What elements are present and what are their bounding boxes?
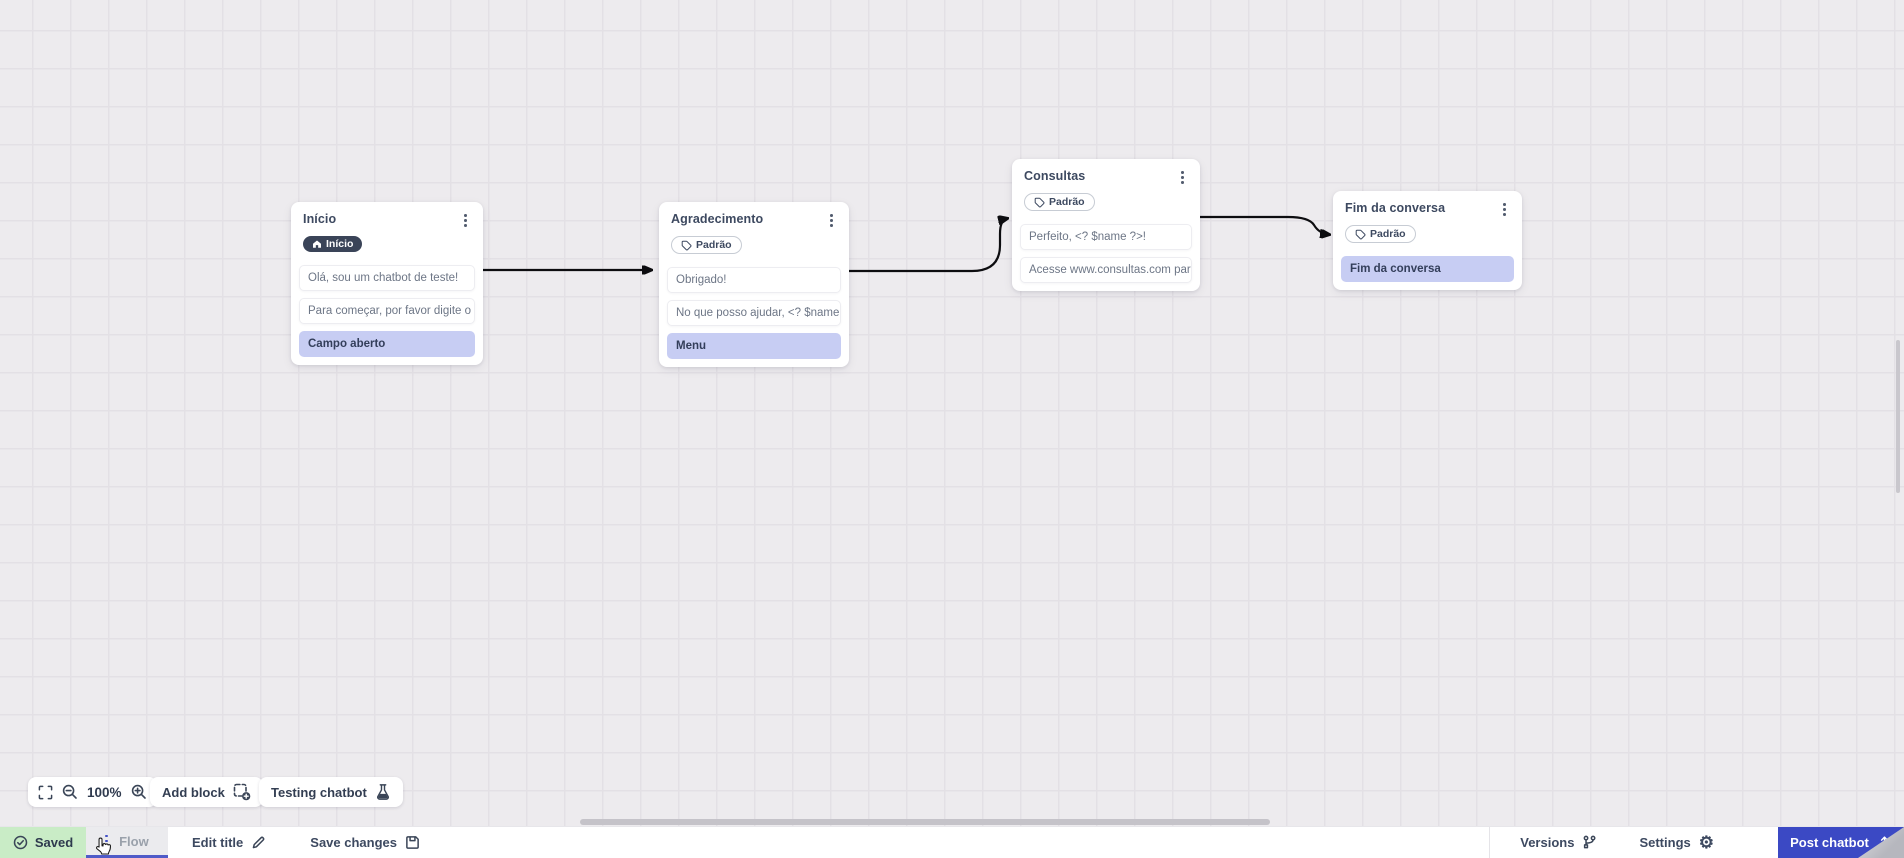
testing-chatbot-button[interactable]: Testing chatbot xyxy=(259,777,403,807)
zoom-level: 100% xyxy=(87,784,122,800)
flask-icon xyxy=(376,784,389,800)
node-rows: Olá, sou um chatbot de teste! Para começ… xyxy=(299,264,475,357)
node-header: Fim da conversa xyxy=(1341,201,1514,218)
node-menu-button[interactable] xyxy=(1177,169,1188,186)
vertical-scrollbar[interactable] xyxy=(1896,340,1900,493)
tag-icon xyxy=(1355,229,1366,240)
input-row[interactable]: Fim da conversa xyxy=(1341,255,1514,282)
message-row[interactable]: No que posso ajudar, <? $name ... xyxy=(667,299,841,326)
node-title: Fim da conversa xyxy=(1345,201,1446,215)
canvas-zoom-toolbar: 100% xyxy=(28,777,157,807)
zoom-in-icon xyxy=(131,784,146,799)
pencil-icon xyxy=(252,836,265,849)
zoom-out-button[interactable] xyxy=(62,784,78,800)
default-badge: Padrão xyxy=(671,236,742,255)
tab-flow[interactable]: Flow xyxy=(86,827,168,858)
drag-handle-icon xyxy=(105,834,109,848)
node-menu-button[interactable] xyxy=(826,212,837,229)
flow-canvas[interactable]: Início Início Olá, sou um chatbot de tes… xyxy=(0,0,1904,826)
save-icon xyxy=(406,836,419,849)
node-rows: Obrigado! No que posso ajudar, <? $name … xyxy=(667,266,841,359)
versions-label: Versions xyxy=(1520,835,1575,850)
testing-chatbot-label: Testing chatbot xyxy=(271,784,367,800)
node-header: Agradecimento xyxy=(667,212,841,229)
saved-label: Saved xyxy=(34,835,74,850)
node-title: Consultas xyxy=(1024,169,1086,183)
start-badge: Início xyxy=(303,236,363,252)
bottom-bar: Saved Flow Edit title Save changes Versi… xyxy=(0,826,1904,858)
save-changes-label: Save changes xyxy=(310,835,397,850)
versions-button[interactable]: Versions xyxy=(1520,835,1597,850)
node-header: Início xyxy=(299,212,475,229)
gear-icon: ⚙ xyxy=(1698,833,1714,852)
add-block-icon xyxy=(233,783,251,801)
badge-label: Padrão xyxy=(1370,227,1406,240)
bottom-bar-right-group: Versions Settings ⚙ Post chatbot xyxy=(1489,827,1904,858)
home-icon xyxy=(313,240,321,248)
badge-label: Padrão xyxy=(696,238,732,251)
tag-icon xyxy=(681,240,692,251)
badge-label: Padrão xyxy=(1049,195,1085,208)
default-badge: Padrão xyxy=(1024,193,1095,212)
node-menu-button[interactable] xyxy=(460,212,471,229)
settings-label: Settings xyxy=(1639,835,1691,850)
git-branch-icon xyxy=(1584,835,1596,849)
input-row[interactable]: Menu xyxy=(667,332,841,359)
save-changes-button[interactable]: Save changes xyxy=(310,827,420,858)
edit-title-button[interactable]: Edit title xyxy=(192,827,266,858)
message-row[interactable]: Perfeito, <? $name ?>! xyxy=(1020,223,1192,250)
flow-node-inicio[interactable]: Início Início Olá, sou um chatbot de tes… xyxy=(291,202,483,365)
badge-label: Início xyxy=(326,237,354,250)
node-title: Início xyxy=(303,212,337,226)
post-chatbot-label: Post chatbot xyxy=(1790,835,1869,850)
fullscreen-icon xyxy=(38,785,53,799)
default-badge: Padrão xyxy=(1345,225,1416,244)
node-header: Consultas xyxy=(1020,169,1192,186)
horizontal-scrollbar[interactable] xyxy=(580,819,1270,825)
tag-icon xyxy=(1034,197,1045,208)
message-row[interactable]: Obrigado! xyxy=(667,266,841,293)
saved-status-badge: Saved xyxy=(0,827,86,858)
zoom-in-button[interactable] xyxy=(131,784,147,800)
node-rows: Perfeito, <? $name ?>! Acesse www.consul… xyxy=(1020,223,1192,283)
connection-agradecimento-consultas xyxy=(848,219,1007,273)
node-menu-button[interactable] xyxy=(1499,201,1510,218)
node-title: Agradecimento xyxy=(671,212,764,226)
check-circle-icon xyxy=(13,835,28,850)
edit-title-label: Edit title xyxy=(192,835,244,850)
flow-node-consultas[interactable]: Consultas Padrão Perfeito, <? $name ?>! … xyxy=(1012,159,1200,291)
flow-node-agradecimento[interactable]: Agradecimento Padrão Obrigado! No que po… xyxy=(659,202,849,367)
node-rows: Fim da conversa xyxy=(1341,255,1514,282)
flow-tab-label: Flow xyxy=(119,833,149,849)
flow-connections xyxy=(483,0,1904,826)
add-block-button[interactable]: Add block xyxy=(150,777,263,807)
message-row[interactable]: Para começar, por favor digite o ... xyxy=(299,297,475,324)
flow-node-fim-da-conversa[interactable]: Fim da conversa Padrão Fim da conversa xyxy=(1333,191,1522,290)
message-row[interactable]: Olá, sou um chatbot de teste! xyxy=(299,264,475,291)
settings-button[interactable]: Settings ⚙ xyxy=(1639,834,1714,851)
input-row[interactable]: Campo aberto xyxy=(299,330,475,357)
fullscreen-button[interactable] xyxy=(38,785,53,800)
message-row[interactable]: Acesse www.consultas.com par... xyxy=(1020,256,1192,283)
zoom-out-icon xyxy=(62,784,77,799)
add-block-label: Add block xyxy=(162,784,225,800)
connection-consultas-fim xyxy=(1200,215,1329,235)
